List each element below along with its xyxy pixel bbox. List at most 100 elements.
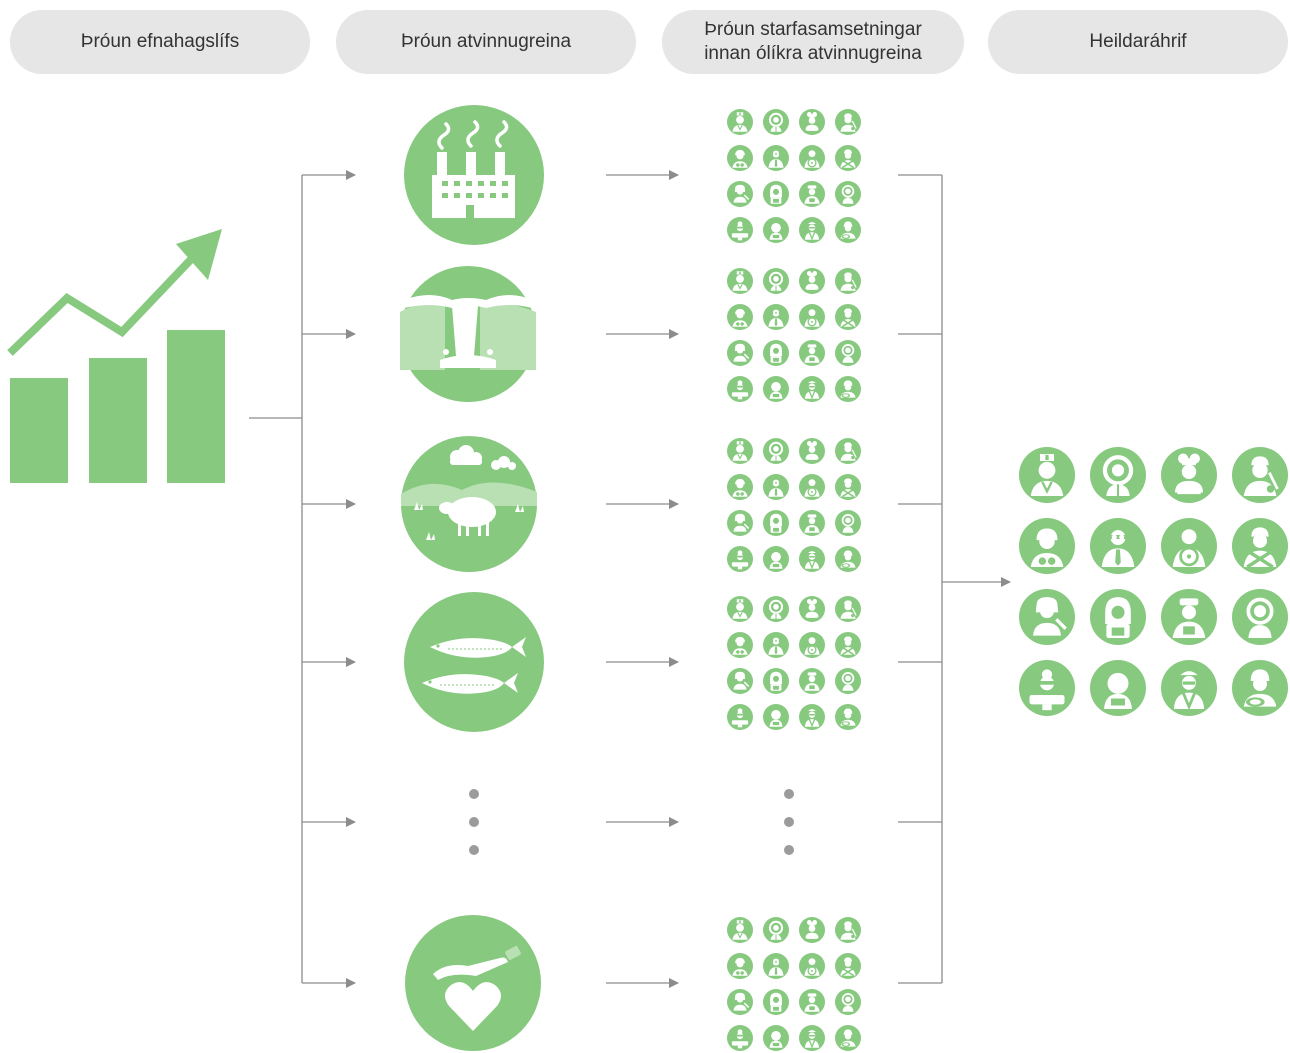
person-icon [834, 180, 862, 208]
person-icon [835, 376, 861, 402]
person-icon [762, 437, 790, 465]
person-icon [835, 217, 861, 243]
person-icon [799, 340, 825, 366]
person-icon [798, 375, 826, 403]
person-icon [834, 667, 862, 695]
person-icon [799, 989, 825, 1015]
person-icon [799, 181, 825, 207]
person-icon [763, 217, 789, 243]
ellipsis-industries [469, 789, 479, 855]
person-icon [799, 917, 825, 943]
person-icon [726, 988, 754, 1016]
right-brackets [898, 174, 942, 984]
person-icon [763, 376, 789, 402]
person-icon [834, 339, 862, 367]
person-icon [798, 144, 826, 172]
person-icon [799, 668, 825, 694]
person-icon [727, 546, 753, 572]
economy-growth-icon [7, 229, 225, 483]
person-icon [1090, 447, 1146, 503]
person-icon [834, 267, 862, 295]
person-icon [1232, 660, 1288, 716]
person-icon [799, 268, 825, 294]
person-icon [1161, 589, 1217, 645]
person-icon [798, 703, 826, 731]
person-icon [1230, 516, 1290, 576]
person-icon [727, 474, 753, 500]
job-grid-row-3 [726, 595, 862, 731]
person-icon [1017, 587, 1077, 647]
person-icon [798, 473, 826, 501]
person-icon [763, 340, 789, 366]
person-icon [763, 474, 789, 500]
person-icon [799, 510, 825, 536]
header-total-effect: Heildaráhrif [988, 10, 1288, 74]
person-icon [763, 989, 789, 1015]
person-icon [763, 181, 789, 207]
person-icon [834, 988, 862, 1016]
person-icon [727, 1025, 753, 1051]
person-icon [798, 1024, 826, 1052]
person-icon [762, 267, 790, 295]
left-arrows [302, 170, 356, 988]
person-icon [799, 438, 825, 464]
person-icon [834, 952, 862, 980]
person-icon [726, 180, 754, 208]
person-icon [763, 668, 789, 694]
person-icon [834, 437, 862, 465]
factory-icon [404, 105, 544, 245]
care-heart-icon [405, 915, 541, 1051]
job-grid-row-0 [726, 108, 862, 244]
person-icon [834, 473, 862, 501]
header-job-composition-line1: Þróun starfasamsetningar [704, 19, 922, 41]
header-economy: Þróun efnahagslífs [10, 10, 310, 74]
person-icon [726, 916, 754, 944]
person-icon [835, 1025, 861, 1051]
person-icon [1159, 516, 1219, 576]
job-grid-row-2 [726, 437, 862, 573]
person-icon [798, 303, 826, 331]
person-icon [1090, 589, 1146, 645]
person-icon [1019, 518, 1075, 574]
person-icon [763, 1025, 789, 1051]
person-icon [726, 509, 754, 537]
person-icon [726, 267, 754, 295]
person-icon [1019, 660, 1075, 716]
job-grid-row-5 [726, 916, 862, 1052]
ellipsis-jobs [784, 789, 794, 855]
person-icon [1090, 660, 1146, 716]
job-grids [726, 108, 862, 1052]
person-icon [726, 339, 754, 367]
person-icon [727, 953, 753, 979]
person-icon [798, 631, 826, 659]
person-icon [798, 216, 826, 244]
person-icon [1230, 587, 1290, 647]
person-icon [834, 916, 862, 944]
person-icon [834, 509, 862, 537]
person-icon [726, 667, 754, 695]
person-icon [834, 595, 862, 623]
person-icon [834, 108, 862, 136]
person-icon [1161, 447, 1217, 503]
header-economy-label: Þróun efnahagslífs [80, 31, 240, 53]
person-icon [763, 704, 789, 730]
person-icon [1017, 445, 1077, 505]
person-icon [799, 596, 825, 622]
header-industries: Þróun atvinnugreina [336, 10, 636, 74]
person-icon [727, 376, 753, 402]
person-icon [763, 145, 789, 171]
person-icon [763, 546, 789, 572]
person-icon [834, 144, 862, 172]
header-industries-label: Þróun atvinnugreina [400, 31, 572, 53]
person-icon [763, 510, 789, 536]
person-icon [1159, 658, 1219, 718]
person-icon [726, 437, 754, 465]
total-effect-grid [1017, 445, 1290, 718]
header-job-composition: Þróun starfasamsetningar innan ólíkra at… [662, 10, 964, 74]
person-icon [834, 631, 862, 659]
fish-icon [404, 592, 544, 732]
person-icon [799, 109, 825, 135]
person-icon [727, 145, 753, 171]
header-total-effect-label: Heildaráhrif [1089, 31, 1187, 53]
